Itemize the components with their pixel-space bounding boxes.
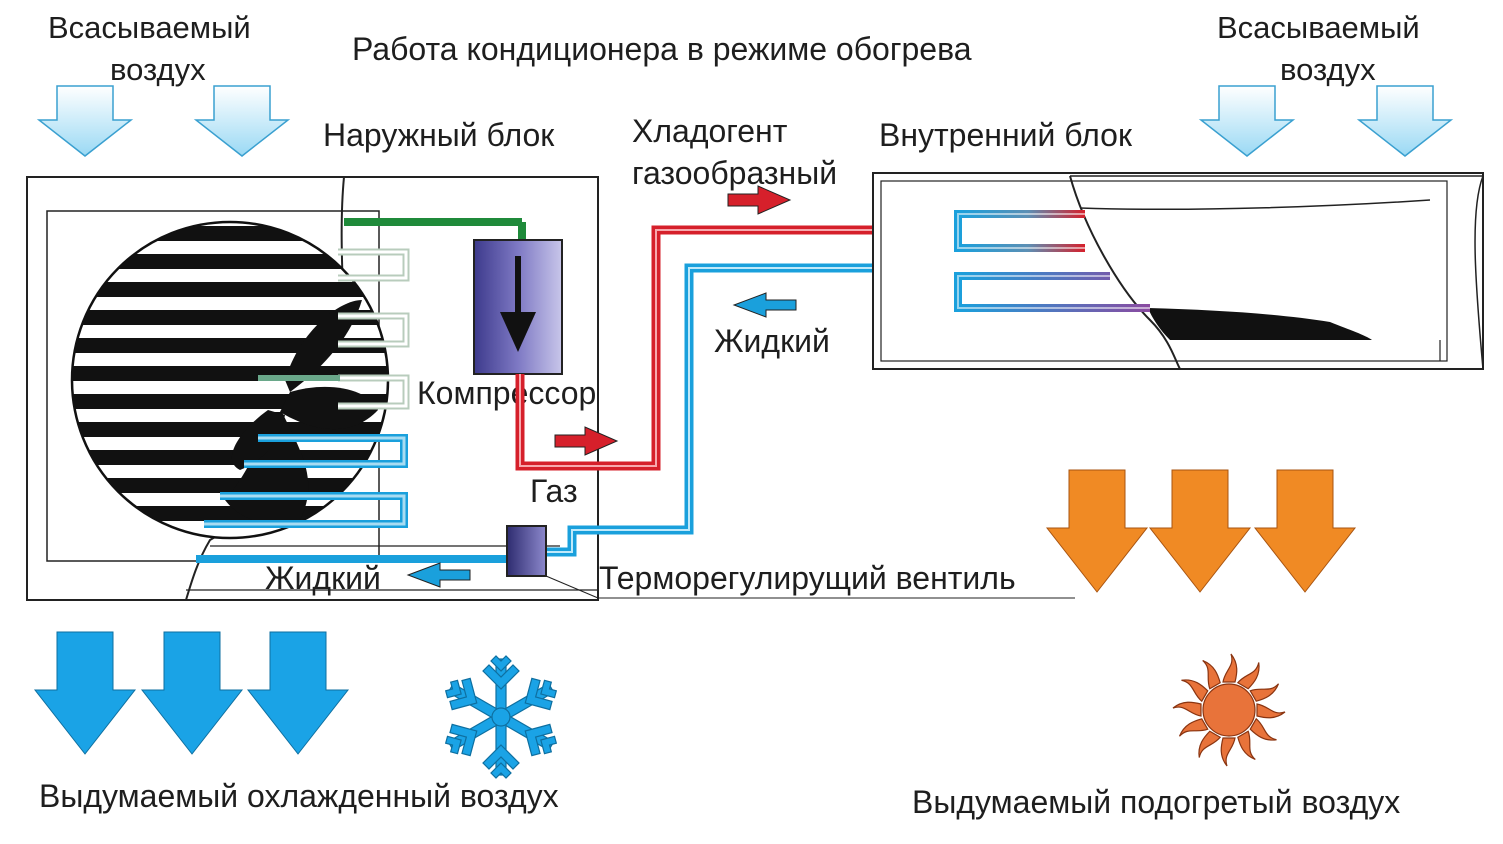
compressor-icon (473, 239, 563, 375)
intake-arrow-group-right (1198, 85, 1454, 157)
outdoor-coil (196, 218, 526, 563)
intake-left-label-1: Всасываемый (48, 10, 251, 45)
cold-air-arrows (33, 631, 350, 755)
liquid-label-top: Жидкий (714, 323, 830, 359)
warm-air-arrow (1148, 469, 1252, 593)
indoor-unit (872, 172, 1485, 370)
cold-air-arrow (140, 631, 244, 755)
flow-arrows (406, 185, 797, 588)
expansion-valve-label: Терморегулирущий вентиль (599, 560, 1016, 596)
intake-right-label-1: Всасываемый (1217, 10, 1420, 45)
cold-air-label: Выдумаемый охлажденный воздух (39, 778, 559, 814)
warm-air-arrow (1253, 469, 1357, 593)
cold-flow-arrow (732, 292, 797, 318)
hot-flow-arrow (554, 426, 619, 456)
refrigerant-label-1: Хладогент (632, 113, 788, 149)
indoor-unit-label: Внутренний блок (879, 117, 1133, 153)
warm-air-arrows (1045, 469, 1357, 593)
diagram-title: Работа кондиционера в режиме обогрева (352, 31, 972, 67)
gas-label: Газ (530, 473, 578, 509)
refrigerant-label-2: газообразный (632, 155, 837, 191)
cold-air-arrow (33, 631, 137, 755)
cold-flow-arrow (406, 562, 471, 588)
intake-arrow (36, 85, 134, 157)
compressor-label: Компрессор (417, 375, 596, 411)
intake-left-label-2: воздух (110, 52, 206, 87)
outdoor-unit-label: Наружный блок (323, 117, 555, 153)
hot-flow-arrow (727, 185, 792, 215)
cold-air-arrow (246, 631, 350, 755)
intake-arrow (1356, 85, 1454, 157)
warm-air-arrow (1045, 469, 1149, 593)
sun-icon (1172, 653, 1286, 767)
intake-arrow (1198, 85, 1296, 157)
intake-arrow-group-left (36, 85, 291, 157)
intake-arrow (193, 85, 291, 157)
valve-icon (506, 525, 1075, 599)
snowflake-icon (438, 655, 564, 779)
intake-right-label-2: воздух (1280, 52, 1376, 87)
warm-air-label: Выдумаемый подогретый воздух (912, 784, 1400, 820)
liquid-label-bottom: Жидкий (265, 560, 381, 596)
